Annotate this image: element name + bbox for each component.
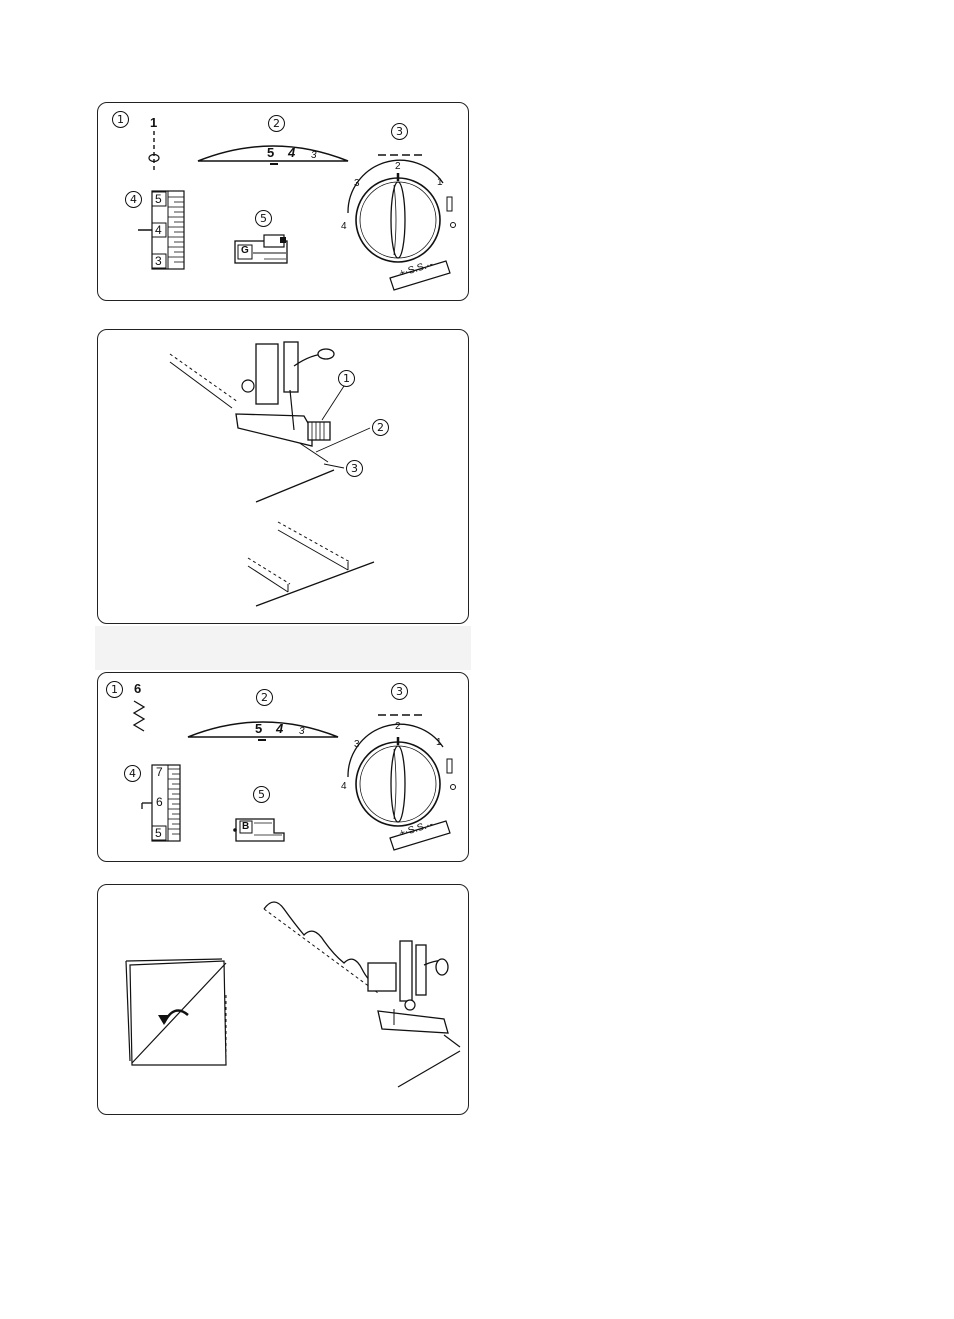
settings-panel-shell-tuck: 1 2 3 4 5 6 5 4 3 7 6 5 B (97, 672, 469, 862)
blind-hem-foot-illustration (98, 330, 470, 625)
shell-tuck-illustration-panel (97, 884, 469, 1115)
callout-2: 2 (372, 419, 389, 436)
dial-tick-1: 1 (436, 737, 442, 748)
dial-tick-2: 2 (395, 721, 401, 732)
settings-panel-blind-hem: 1 2 3 4 5 1 5 4 3 5 4 3 (97, 102, 469, 301)
separator-band (95, 626, 471, 670)
callout-1: 1 (338, 370, 355, 387)
shell-tuck-foot-illustration (98, 885, 470, 1116)
dial-tick-3: 3 (354, 739, 360, 750)
dial-tick-4: 4 (341, 221, 347, 232)
dial-tick-3: 3 (354, 178, 360, 189)
blind-hem-illustration-panel: 1 2 3 (97, 329, 469, 624)
dial-tick-2: 2 (395, 161, 401, 172)
dial-tick-1: 1 (437, 177, 443, 188)
callout-3: 3 (346, 460, 363, 477)
dial-tick-4: 4 (341, 781, 347, 792)
